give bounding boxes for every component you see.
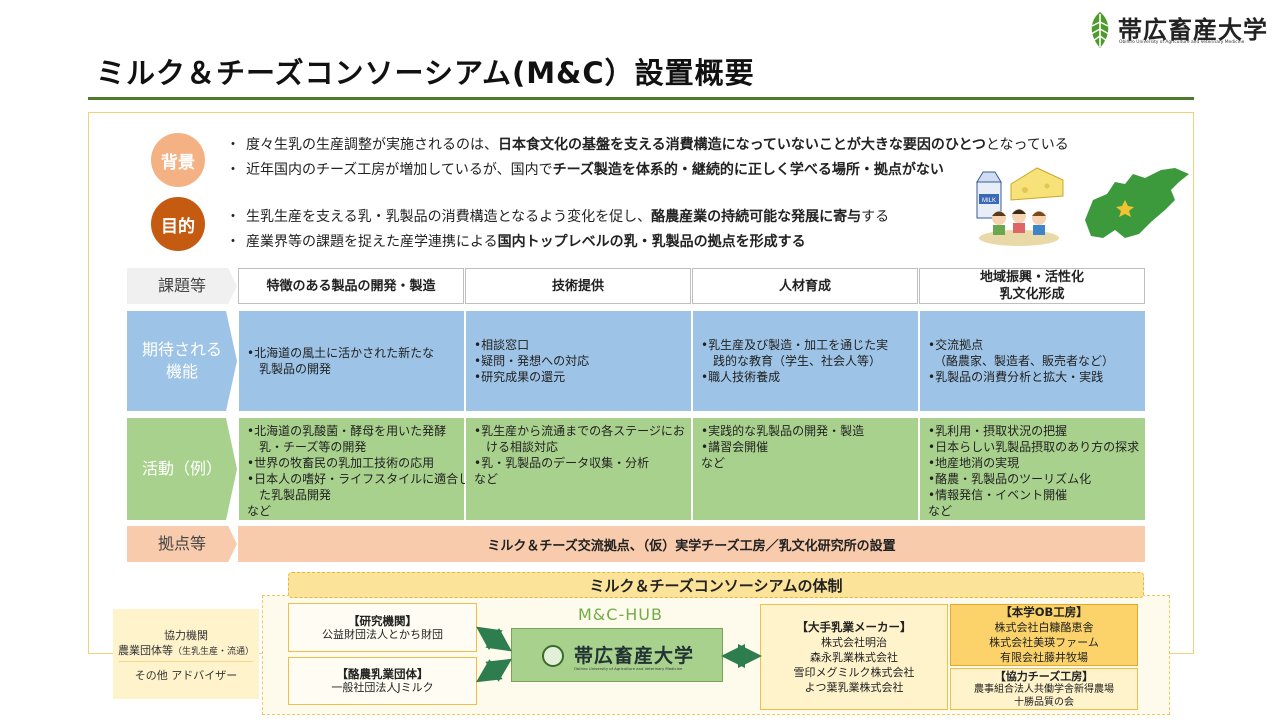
hub-box: 帯広畜産大学 Obihiro University of Agriculture… <box>511 628 723 682</box>
row-label-base: 拠点等 <box>127 526 237 562</box>
purpose-bullet-2: ・産業界等の課題を捉えた産学連携による国内トップレベルの乳・乳製品の拠点を形成す… <box>226 234 806 250</box>
coop-line-2: 農業団体等（生乳生産・流通） <box>117 644 254 657</box>
ob-item: 株式会社美瑛ファーム <box>989 636 1099 649</box>
function-cell: •北海道の風土に活かされた新たな 乳製品の開発 <box>238 311 464 411</box>
hub-name: 帯広畜産大学 <box>574 645 695 667</box>
function-cell: •交流拠点 （酪農家、製造者、販売者など） •乳製品の消費分析と拡大・実践 <box>919 311 1145 411</box>
purpose-bullet-1: ・生乳生産を支える乳・乳製品の消費構造となるよう変化を促し、酪農産業の持続可能な… <box>226 209 890 225</box>
cheese-item: 十勝品質の会 <box>1014 696 1074 708</box>
activity-cell: •乳利用・摂取状況の把握 •日本らしい乳製品摂取のあり方の探求 •地産地消の実現… <box>919 418 1145 520</box>
milk-carton-icon: MILK <box>976 171 1002 219</box>
activity-cell: •実践的な乳製品の開発・製造 •講習会開催 など <box>692 418 918 520</box>
function-cell: •乳生産及び製造・加工を通じた実 践的な教育（学生、社会人等） •職人技術養成 <box>692 311 918 411</box>
base-banner: ミルク＆チーズ交流拠点、（仮）実学チーズ工房／乳文化研究所の設置 <box>238 526 1145 562</box>
university-emblem-icon <box>542 645 564 667</box>
column-header-human-resources: 人材育成 <box>692 268 918 304</box>
column-header-regional-revitalization: 地域振興・活性化乳文化形成 <box>919 268 1145 304</box>
hokkaido-map-icon <box>1085 168 1189 238</box>
consortium-title: ミルク＆チーズコンソーシアムの体制 <box>288 572 1144 598</box>
maker-item: 森永乳業株式会社 <box>810 650 898 664</box>
research-institution-box: 【研究機関】 公益財団法人とかち財団 <box>288 603 477 652</box>
cheese-icon <box>1010 167 1064 201</box>
purpose-badge: 目的 <box>151 197 205 251</box>
dairy-makers-box: 【大手乳業メーカー】 株式会社明治 森永乳業株式会社 雪印メグミルク株式会社 よ… <box>760 604 948 710</box>
row-label-activities: 活動（例） <box>127 418 237 520</box>
cooperation-box: 協力機関 農業団体等（生乳生産・流通） その他 アドバイザー <box>113 609 259 699</box>
row-label-functions: 期待される機能 <box>127 311 237 411</box>
function-cell: •相談窓口 •疑問・発想への対応 •研究成果の還元 <box>465 311 691 411</box>
research-heading: 【研究機関】 <box>348 613 417 628</box>
activity-cell: •乳生産から流通までの各ステージにお ける相談対応 •乳・乳製品のデータ収集・分… <box>465 418 691 520</box>
cheese-heading: 【協力チーズ工房】 <box>994 669 1094 683</box>
milk-label: MILK <box>982 198 996 204</box>
background-bullet-1: ・度々生乳の生産調整が実施されるのは、日本食文化の基盤を支える消費構造になってい… <box>226 137 1069 153</box>
university-logo: 帯広畜産大学 Obihiro University of Agriculture… <box>1086 8 1268 52</box>
logo-subtitle: Obihiro University of Agriculture and Ve… <box>1119 40 1245 45</box>
leaf-emblem-icon <box>1090 12 1110 48</box>
page-title: ミルク＆チーズコンソーシアム(M&C）設置概要 <box>96 56 755 90</box>
cheese-workshop-box: 【協力チーズ工房】 農事組合法人共働学舎新得農場 十勝品質の会 <box>950 668 1138 710</box>
maker-item: よつ葉乳業株式会社 <box>804 680 904 694</box>
row-label-issues: 課題等 <box>127 268 237 304</box>
research-name: 公益財団法人とかち財団 <box>322 627 443 641</box>
alumni-workshop-box: 【本学OB工房】 株式会社白糠酪恵舎 株式会社美瑛ファーム 有限会社藤井牧場 <box>950 604 1138 666</box>
activity-cell: •北海道の乳酸菌・酵母を用いた発酵 乳・チーズ等の開発 •世界の牧畜民の乳加工技… <box>238 418 470 520</box>
logo-name: 帯広畜産大学 <box>1118 16 1268 44</box>
maker-item: 株式会社明治 <box>821 635 887 649</box>
ob-heading: 【本学OB工房】 <box>1000 605 1088 619</box>
cheese-item: 農事組合法人共働学舎新得農場 <box>974 683 1114 695</box>
coop-divider <box>119 661 253 662</box>
title-divider <box>88 97 1194 100</box>
maker-item: 雪印メグミルク株式会社 <box>793 665 915 679</box>
makers-heading: 【大手乳業メーカー】 <box>796 619 912 634</box>
hub-subtitle: Obihiro University of Agriculture and Ve… <box>574 666 683 671</box>
column-header-technical-support: 技術提供 <box>465 268 691 304</box>
coop-line-3: その他 アドバイザー <box>134 669 238 682</box>
hub-label: M&C-HUB <box>578 605 663 624</box>
background-bullet-2: ・近年国内のチーズ工房が増加しているが、国内でチーズ製造を体系的・継続的に正しく… <box>226 162 944 178</box>
dairy-org-name: 一般社団法人Jミルク <box>331 681 434 694</box>
ob-item: 有限会社藤井牧場 <box>1000 651 1088 664</box>
dairy-org-heading: 【酪農乳業団体】 <box>336 667 429 681</box>
coop-line-1: 協力機関 <box>164 629 208 642</box>
dairy-illustration: MILK <box>976 167 1189 246</box>
background-badge: 背景 <box>151 133 205 187</box>
dairy-organization-box: 【酪農乳業団体】 一般社団法人Jミルク <box>288 657 477 705</box>
ob-item: 株式会社白糠酪恵舎 <box>994 621 1094 634</box>
column-header-product-development: 特徴のある製品の開発・製造 <box>238 268 464 304</box>
children-icon <box>979 209 1059 246</box>
